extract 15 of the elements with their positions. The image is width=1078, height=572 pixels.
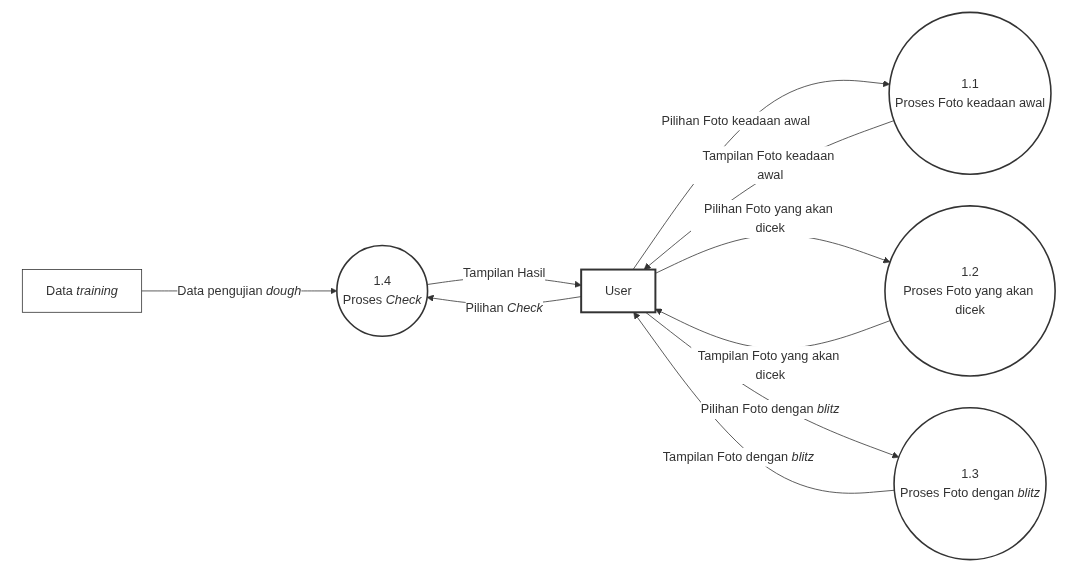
edge-label: Pilihan Foto keadaan awal [661, 113, 811, 128]
node-circle: 1.3 Proses Foto dengan blitz [893, 406, 1048, 561]
node-circle: 1.2 Proses Foto yang akan dicek [884, 205, 1057, 377]
edge-label: Tampilan Foto dengan blitz [663, 450, 815, 464]
edge-label: Pilihan Foto dengan blitz [701, 402, 840, 416]
edge-label: Pilihan Foto yang akan dicek [704, 202, 834, 235]
edge-label: Data pengujian dough [177, 283, 302, 298]
node-box: Data training [22, 269, 143, 313]
node-circle: 1.1 Proses Foto keadaan awal [888, 11, 1052, 175]
edge-label: Tampilan Hasil [463, 266, 546, 280]
edge-label: Tampilan Foto yang akan dicek [698, 348, 840, 381]
edge-label: Pilihan Check [465, 301, 544, 315]
node-circle: 1.4 Proses Check [336, 244, 429, 338]
edge-label: Tampilan Foto keadaan awal [702, 148, 835, 182]
node-box: User [580, 268, 657, 314]
